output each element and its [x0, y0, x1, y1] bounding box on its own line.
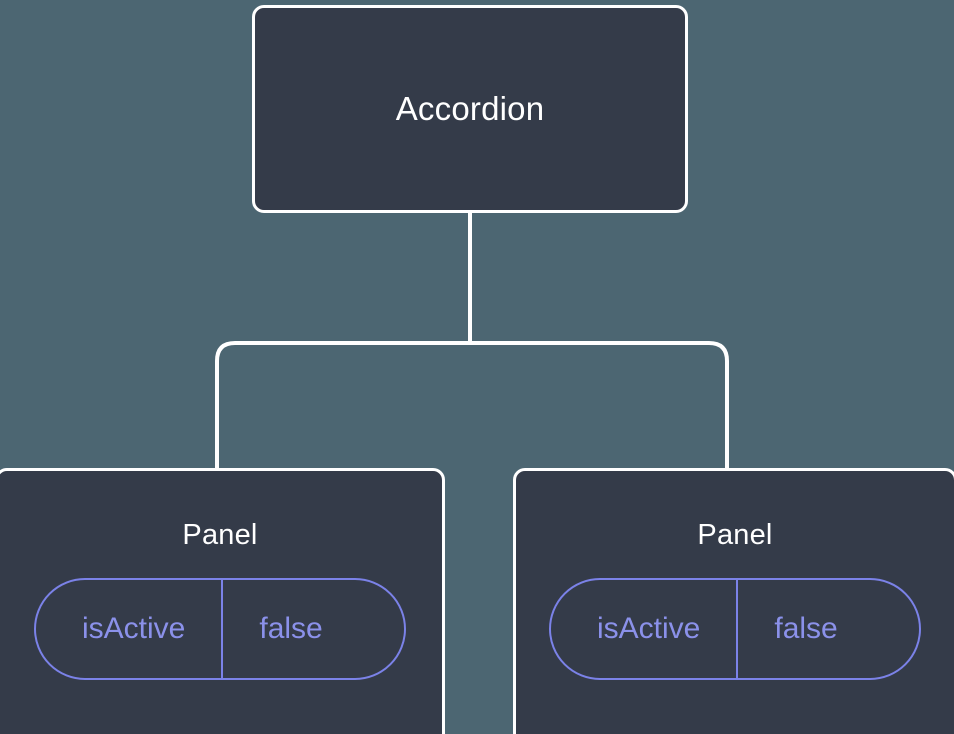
node-panel-0-label: Panel: [182, 519, 258, 551]
node-panel-0-state-pill[interactable]: isActive false: [34, 578, 406, 680]
edge-root-to-panel-0: [215, 341, 470, 470]
node-panel-0-state-key: isActive: [82, 612, 186, 645]
edge-root-to-panel-1: [470, 341, 729, 470]
node-panel-0[interactable]: Panel isActive false: [0, 468, 445, 734]
node-panel-1-state-pill[interactable]: isActive false: [549, 578, 921, 680]
node-panel-1-label: Panel: [697, 519, 773, 551]
node-accordion-label: Accordion: [395, 90, 545, 127]
node-panel-1-state-value: false: [736, 580, 883, 678]
node-accordion[interactable]: Accordion: [252, 5, 688, 213]
node-panel-0-state-value: false: [221, 580, 368, 678]
node-panel-1[interactable]: Panel isActive false: [513, 468, 954, 734]
node-panel-1-state-key: isActive: [597, 612, 701, 645]
